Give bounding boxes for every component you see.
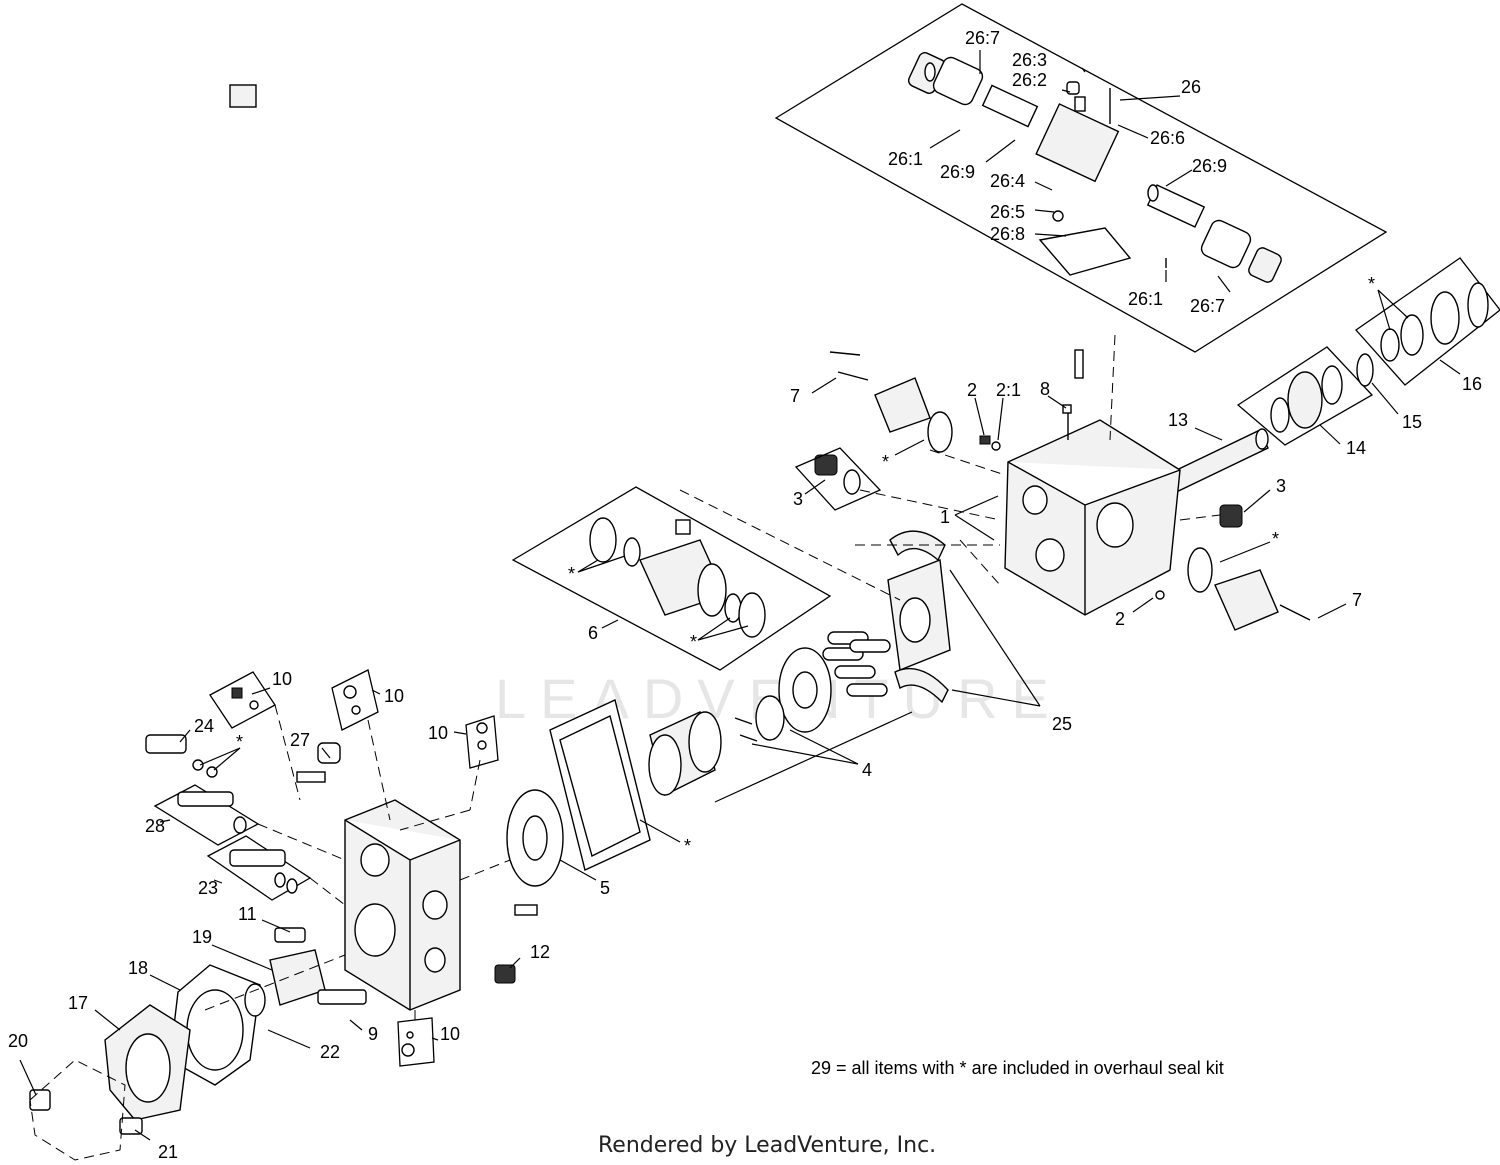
callout-10-c: 10 bbox=[428, 723, 448, 743]
lower-gasket-parts bbox=[29, 964, 266, 1161]
callout-26-3: 26:3 bbox=[1012, 50, 1047, 70]
lower-leaders bbox=[19, 687, 521, 1141]
callout-27: 27 bbox=[290, 730, 310, 750]
callout-26-1-left: 26:1 bbox=[888, 149, 923, 169]
callout-10-a: 10 bbox=[272, 669, 292, 689]
callout-star-24: * bbox=[236, 732, 243, 752]
callout-5: 5 bbox=[600, 878, 610, 898]
dashed-connection-lines bbox=[204, 334, 1221, 1022]
housing-side-parts bbox=[814, 351, 1311, 631]
assembly-14-box bbox=[1236, 346, 1374, 446]
callout-10-b: 10 bbox=[384, 686, 404, 706]
assembly-6-parts bbox=[589, 517, 766, 638]
callout-7-top: 7 bbox=[790, 386, 800, 406]
rotating-group bbox=[506, 530, 951, 887]
callout-3-left: 3 bbox=[793, 489, 803, 509]
callout-15: 15 bbox=[1402, 412, 1422, 432]
assembly-10d-box bbox=[397, 1017, 435, 1067]
callout-28: 28 bbox=[145, 816, 165, 836]
assembly-10b-box bbox=[331, 669, 379, 731]
callout-2-1: 2:1 bbox=[996, 380, 1021, 400]
callout-26-7-bottom: 26:7 bbox=[1190, 296, 1225, 316]
callout-star-3: * bbox=[882, 452, 889, 472]
callout-20: 20 bbox=[8, 1031, 28, 1051]
callout-12: 12 bbox=[530, 942, 550, 962]
callout-6: 6 bbox=[588, 623, 598, 643]
callout-26-4: 26:4 bbox=[990, 171, 1025, 191]
callout-star-gasket: * bbox=[684, 836, 691, 856]
callout-star-6a: * bbox=[568, 564, 575, 584]
callout-26: 26 bbox=[1181, 77, 1201, 97]
callout-26-9-right: 26:9 bbox=[1192, 156, 1227, 176]
assembly-14-parts bbox=[1270, 365, 1343, 433]
callout-3-right: 3 bbox=[1276, 476, 1286, 496]
callout-26-9-left: 26:9 bbox=[940, 162, 975, 182]
footer-credit: Rendered by LeadVenture, Inc. bbox=[598, 1133, 936, 1158]
lower-housing bbox=[344, 799, 461, 1011]
assembly-6-box bbox=[511, 486, 832, 671]
assembly-10a-box bbox=[209, 671, 276, 729]
callout-16: 16 bbox=[1462, 374, 1482, 394]
callout-9: 9 bbox=[368, 1024, 378, 1044]
callout-25: 25 bbox=[1052, 714, 1072, 734]
callout-26-8: 26:8 bbox=[990, 224, 1025, 244]
callout-26-1-right: 26:1 bbox=[1128, 289, 1163, 309]
callout-star-16: * bbox=[1368, 274, 1375, 294]
callout-26-6: 26:6 bbox=[1150, 128, 1185, 148]
callout-star-right: * bbox=[1272, 529, 1279, 549]
callout-labels: 26:7 26:3 26:2 26 26:6 26:1 26:9 26:9 26… bbox=[8, 28, 1482, 1162]
callout-2-top: 2 bbox=[967, 380, 977, 400]
assembly-26-leaders bbox=[929, 50, 1231, 293]
assembly-10c-box bbox=[465, 715, 499, 769]
assembly-3-box bbox=[794, 447, 882, 511]
callout-26-2: 26:2 bbox=[1012, 70, 1047, 90]
callout-26-5: 26:5 bbox=[990, 202, 1025, 222]
callout-19: 19 bbox=[192, 927, 212, 947]
callout-13: 13 bbox=[1168, 410, 1188, 430]
callout-2-bottom: 2 bbox=[1115, 609, 1125, 629]
callout-14: 14 bbox=[1346, 438, 1366, 458]
leader-4 bbox=[714, 711, 913, 803]
callout-17: 17 bbox=[68, 993, 88, 1013]
callout-1: 1 bbox=[940, 507, 950, 527]
callout-10-d: 10 bbox=[440, 1024, 460, 1044]
main-housing-1 bbox=[1004, 349, 1181, 616]
assembly-16-parts bbox=[1380, 282, 1489, 362]
assembly-26-parts bbox=[229, 52, 1282, 283]
callout-26-7-top: 26:7 bbox=[965, 28, 1000, 48]
assembly-26-box bbox=[774, 3, 1388, 353]
seal-kit-note: 29 = all items with * are included in ov… bbox=[811, 1058, 1224, 1078]
callout-18: 18 bbox=[128, 958, 148, 978]
assembly-16-box bbox=[1355, 257, 1500, 386]
callout-22: 22 bbox=[320, 1042, 340, 1062]
callout-4: 4 bbox=[862, 760, 872, 780]
callout-star-6b: * bbox=[690, 632, 697, 652]
callout-8: 8 bbox=[1040, 379, 1050, 399]
callout-11: 11 bbox=[238, 904, 257, 924]
lower-small-parts bbox=[145, 685, 538, 1057]
callout-24: 24 bbox=[194, 716, 214, 736]
callout-23: 23 bbox=[198, 878, 218, 898]
part-15-ring bbox=[1356, 353, 1374, 387]
callout-21: 21 bbox=[158, 1142, 178, 1162]
callout-7-bottom: 7 bbox=[1352, 590, 1362, 610]
